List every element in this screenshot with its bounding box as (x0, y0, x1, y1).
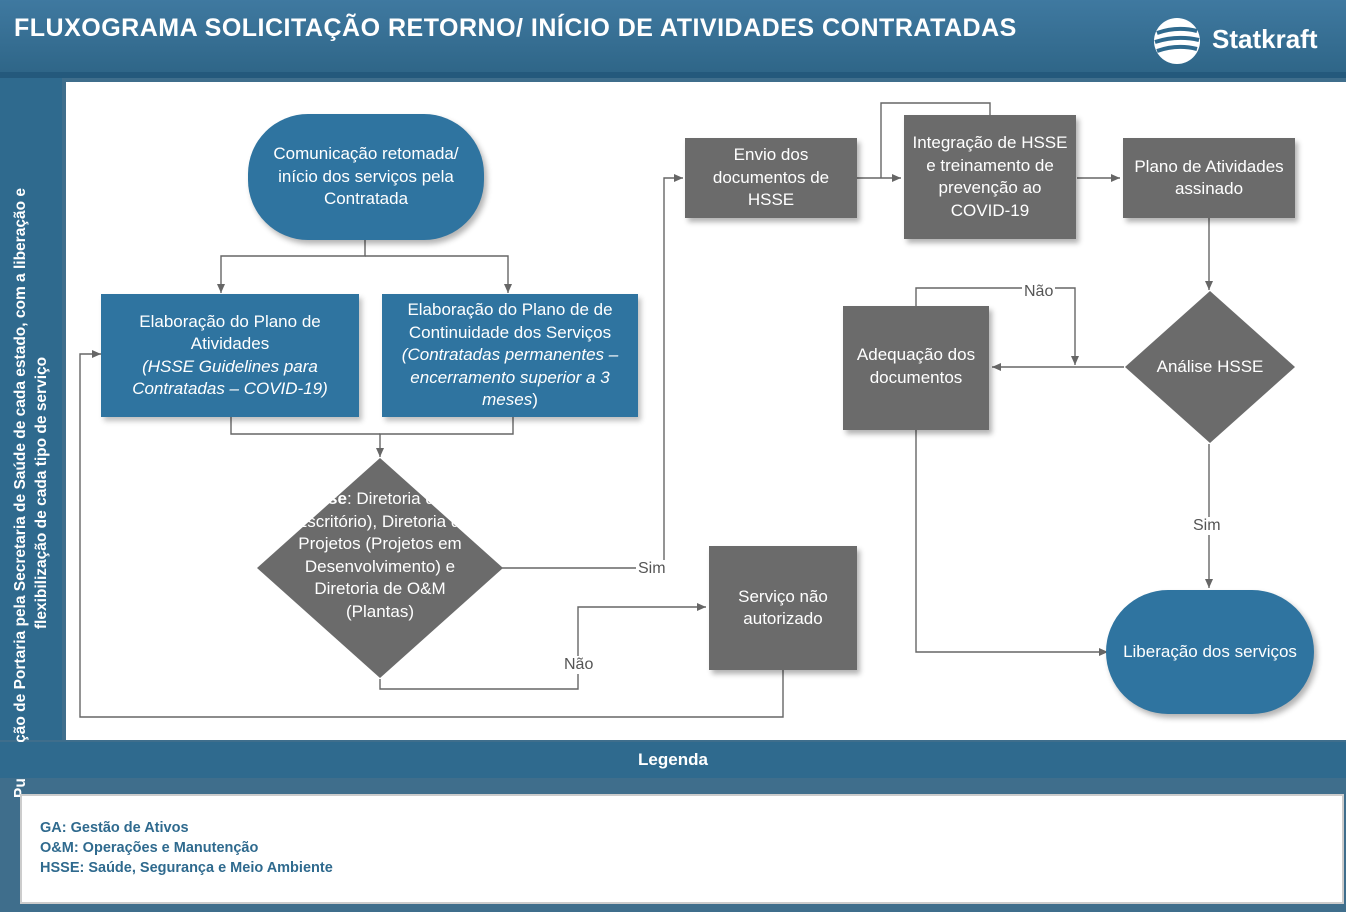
page-title: FLUXOGRAMA SOLICITAÇÃO RETORNO/ INÍCIO D… (14, 14, 1017, 42)
plano-atividades-sub: (HSSE Guidelines para Contratadas – COVI… (132, 356, 328, 399)
analise-diamond (257, 458, 503, 678)
integracao-text: Integração de HSSE e treinamento de prev… (912, 133, 1068, 220)
plano-continuidade-sub-wrap: (Contratadas permanentes – encerramento … (390, 344, 630, 412)
plano-assinado-text: Plano de Atividades assinado (1134, 156, 1284, 199)
liberacao-text: Liberação dos serviços (1123, 641, 1297, 661)
adequacao-box: Adequação dos documentos (843, 306, 989, 430)
brand-name: Statkraft (1212, 24, 1318, 54)
statkraft-globe-icon (1154, 18, 1200, 64)
legend-title: Legenda (0, 742, 1346, 778)
sidebar-text: Publicação de Portaria pela Secretaria d… (12, 188, 50, 798)
sim-label-1: Sim (636, 560, 668, 578)
legend-item-hsse: HSSE: Saúde, Segurança e Meio Ambiente (40, 860, 333, 876)
plano-atividades-box: Elaboração do Plano de Atividades (HSSE … (101, 294, 359, 417)
analise-bold: Análise (286, 489, 347, 508)
analise-hsse-text: Análise HSSE (1156, 357, 1264, 376)
nao-autorizado-box: Serviço não autorizado (709, 546, 857, 670)
nao-label-2: Não (1022, 283, 1056, 301)
flowchart-canvas: Comunicação retomada/ início dos serviço… (66, 82, 1346, 740)
analise-hsse-diamond (1125, 291, 1295, 443)
envio-box: Envio dos documentos de HSSE (685, 138, 857, 218)
integracao-box: Integração de HSSE e treinamento de prev… (904, 115, 1076, 239)
plano-continuidade-title: Elaboração do Plano de de Continuidade d… (407, 300, 613, 342)
start-text: Comunicação retomada/ início dos serviço… (273, 144, 459, 209)
legend-box: GA: Gestão de Ativos O&M: Operações e Ma… (20, 794, 1344, 904)
nao-label-1: Não (562, 656, 596, 674)
analise-text-block: Análise: Diretoria de GA (Escritório), D… (284, 488, 476, 623)
envio-text: Envio dos documentos de HSSE (712, 145, 830, 210)
connector-lines (79, 102, 1213, 718)
liberacao-oval: Liberação dos serviços (1106, 590, 1314, 714)
sidebar: Publicação de Portaria pela Secretaria d… (0, 78, 62, 798)
analise-text: : Diretoria de GA (Escritório), Diretori… (290, 489, 474, 621)
plano-atividades-title: Elaboração do Plano de Atividades (139, 311, 321, 354)
legend-title-text: Legenda (638, 750, 708, 769)
plano-assinado-box: Plano de Atividades assinado (1123, 138, 1295, 218)
header-bar: FLUXOGRAMA SOLICITAÇÃO RETORNO/ INÍCIO D… (0, 0, 1346, 78)
legend-item-om: O&M: Operações e Manutenção (40, 840, 259, 856)
plano-continuidade-box: Elaboração do Plano de de Continuidade d… (382, 294, 638, 417)
brand-logo: Statkraft (1152, 18, 1334, 64)
nao-autorizado-text: Serviço não autorizado (738, 586, 828, 629)
plano-continuidade-sub-end: ) (532, 390, 538, 410)
start-oval: Comunicação retomada/ início dos serviço… (248, 114, 484, 240)
plano-continuidade-sub: (Contratadas permanentes – encerramento … (401, 345, 619, 410)
analise-hsse-text-block: Análise HSSE (1133, 356, 1287, 379)
adequacao-text: Adequação dos documentos (856, 345, 976, 387)
legend-item-ga: GA: Gestão de Ativos (40, 820, 189, 836)
sim-label-2: Sim (1191, 517, 1223, 535)
